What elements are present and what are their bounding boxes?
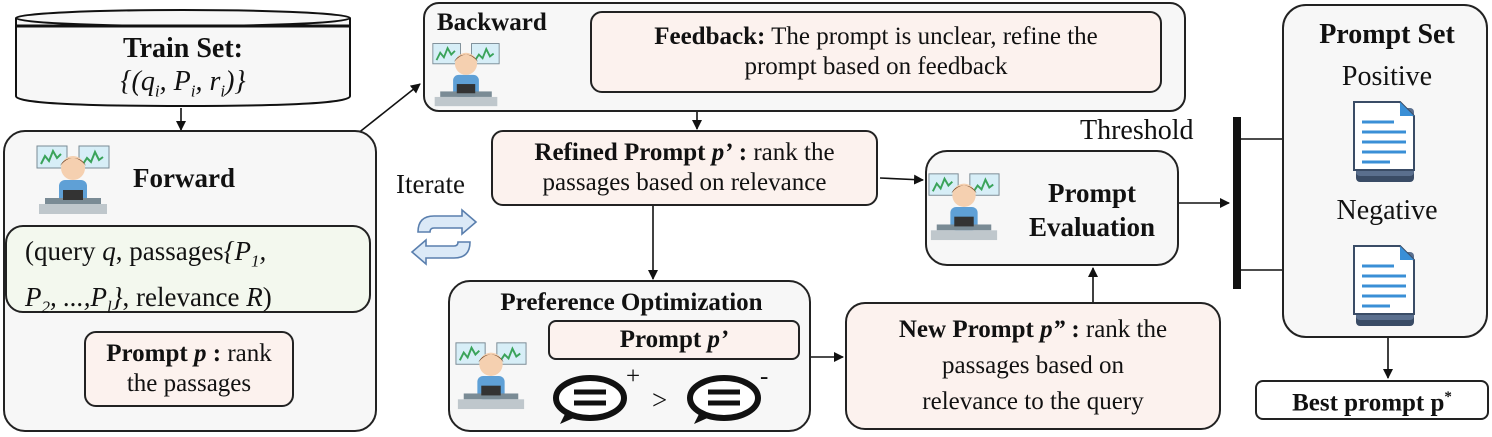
new-prompt-box: New Prompt p” : rank the passages based …: [845, 302, 1221, 430]
feedback-box: Feedback: The prompt is unclear, refine …: [590, 11, 1162, 93]
person-at-computer-icon: [928, 173, 1000, 241]
forward-panel: Forward (query q, passages{P1,P2, ...,Pl…: [3, 130, 377, 432]
evaluation-line2: Evaluation: [1028, 212, 1156, 242]
prompt-evaluation-panel: Prompt Evaluation: [925, 150, 1179, 266]
person-at-computer-icon: [455, 342, 527, 410]
forward-title: Forward: [133, 163, 235, 193]
train-set-title: Train Set:: [122, 32, 244, 64]
train-set-formula: {(qi, Pi, ri)}: [120, 65, 246, 101]
chat-bubble-icon: [553, 375, 627, 424]
database-cylinder-icon: [15, 9, 351, 108]
greater-than-sign: >: [652, 385, 668, 415]
document-icon: [1353, 101, 1415, 182]
minus-sign: -: [760, 363, 769, 390]
forward-inputs: (query q, passages{P1,P2, ...,Pl}, relev…: [5, 225, 371, 317]
chat-bubble-icon: [687, 375, 761, 424]
positive-label: Positive: [1341, 61, 1433, 92]
threshold-label: Threshold: [1080, 115, 1194, 146]
document-icon: [1353, 245, 1415, 326]
best-prompt-box: Best prompt p*: [1255, 380, 1489, 420]
prompt-set-title: Prompt Set: [1319, 19, 1455, 50]
person-at-computer-icon: [432, 43, 500, 107]
train-set-database: Train Set: {(qi, Pi, ri)}: [14, 8, 352, 108]
backward-title: Backward: [437, 9, 547, 36]
preference-title: Preference Optimization: [500, 289, 763, 316]
iterate-label: Iterate: [396, 169, 465, 199]
preference-optimization-panel: Preference Optimization Prompt p’ + >: [448, 280, 811, 432]
negative-label: Negative: [1336, 195, 1438, 226]
plus-sign: +: [626, 363, 641, 390]
sync-arrows-icon: [410, 208, 478, 266]
initial-prompt-box: Prompt p : rank the passages: [84, 331, 294, 407]
backward-panel: Backward Feedback: The prompt is unclear…: [423, 2, 1186, 112]
evaluation-line1: Prompt: [1048, 178, 1136, 208]
preference-prompt-box: Prompt p’: [548, 320, 800, 360]
person-at-computer-icon: [36, 145, 110, 214]
prompt-set-panel: Prompt Set Positive Negative: [1282, 4, 1488, 338]
refined-prompt-box: Refined Prompt p’ : rank the passages ba…: [491, 130, 878, 206]
